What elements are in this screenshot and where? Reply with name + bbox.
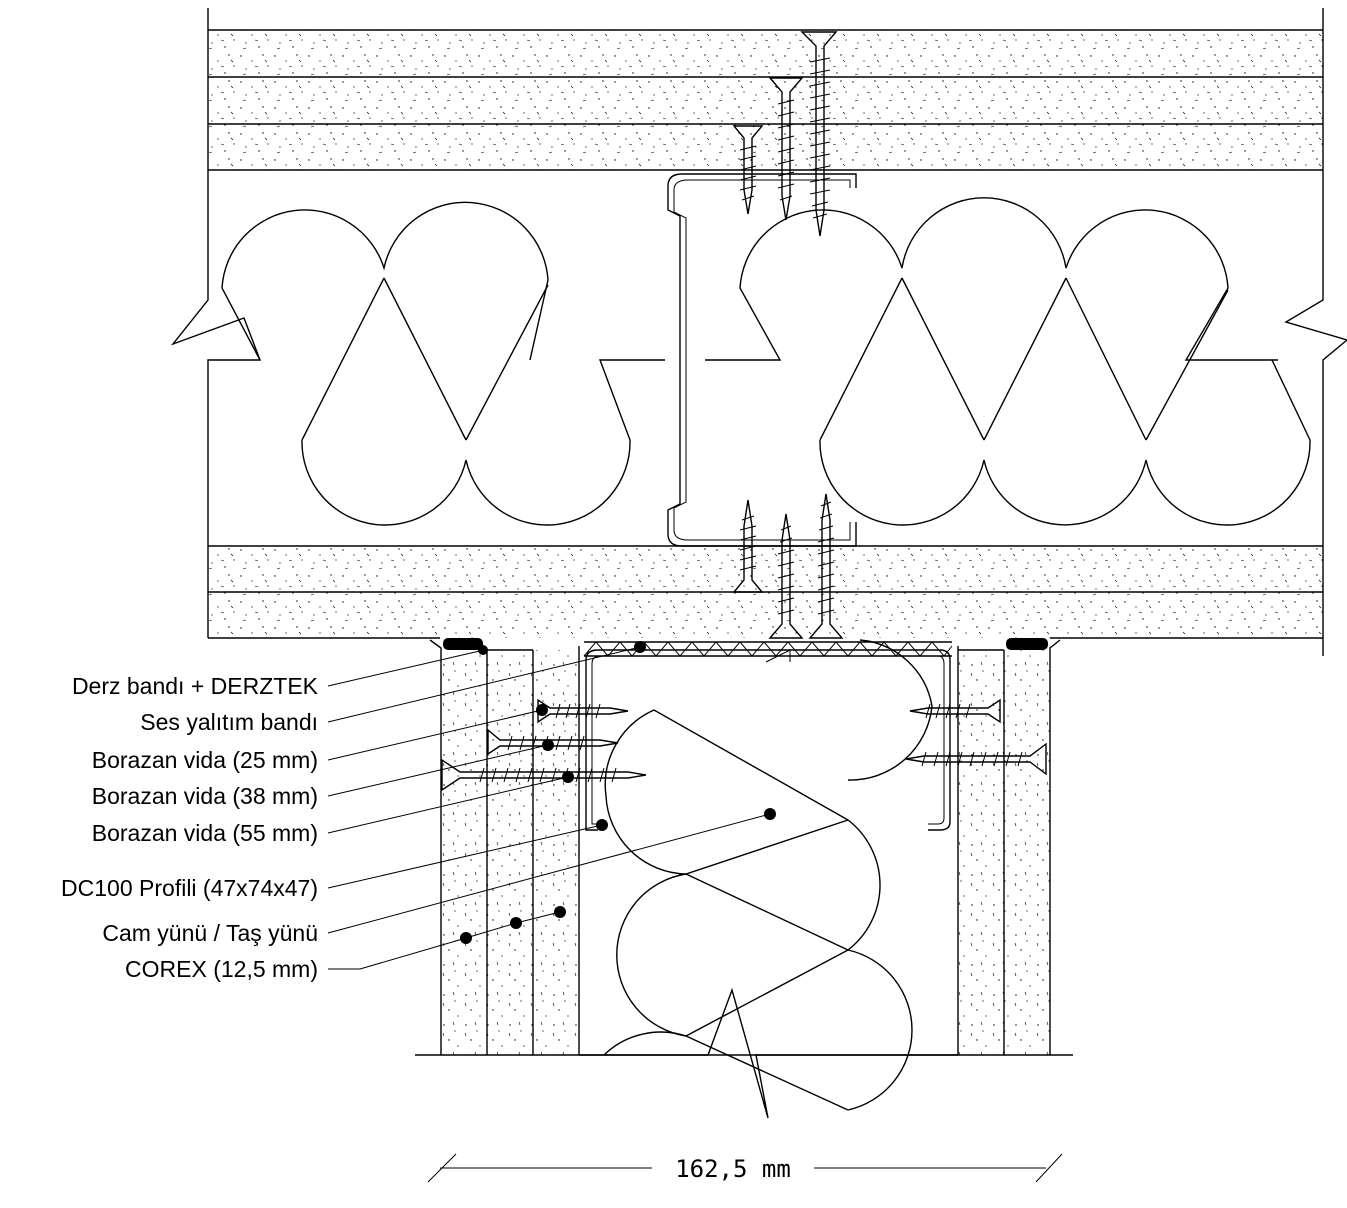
branch-wall-c-profile [585, 649, 951, 831]
label-borazan-vida-55: Borazan vida (55 mm) [92, 820, 318, 846]
main-wall-boards [208, 29, 1323, 639]
label-dc100-profili: DC100 Profili (47x74x47) [61, 875, 318, 901]
branch-wall-boards [415, 639, 1073, 1119]
screws-branch [441, 698, 1047, 792]
main-wall-insulation-right [705, 197, 1311, 526]
leader-dots [460, 641, 776, 944]
label-derz-bandi: Derz bandı + DERZTEK [72, 673, 319, 699]
label-cam-yunu: Cam yünü / Taş yünü [102, 920, 318, 946]
main-wall-insulation-left [221, 201, 665, 526]
label-ses-yalitim-bandi: Ses yalıtım bandı [140, 709, 318, 735]
label-borazan-vida-25: Borazan vida (25 mm) [92, 747, 318, 773]
leader-lines [327, 646, 771, 970]
label-corex: COREX (12,5 mm) [125, 956, 318, 982]
screws-main-top [732, 31, 838, 237]
joint-tape [443, 638, 1048, 655]
label-borazan-vida-38: Borazan vida (38 mm) [92, 783, 318, 809]
screws-main-bottom [732, 493, 844, 639]
branch-wall-insulation [603, 639, 933, 1111]
label-list: Derz bandı + DERZTEK Ses yalıtım bandı B… [61, 673, 319, 982]
dimension-line: 162,5 mm [427, 1153, 1063, 1183]
main-wall-c-profile [667, 173, 857, 547]
dimension-text: 162,5 mm [675, 1155, 791, 1183]
wall-break-lines [170, 8, 1347, 656]
